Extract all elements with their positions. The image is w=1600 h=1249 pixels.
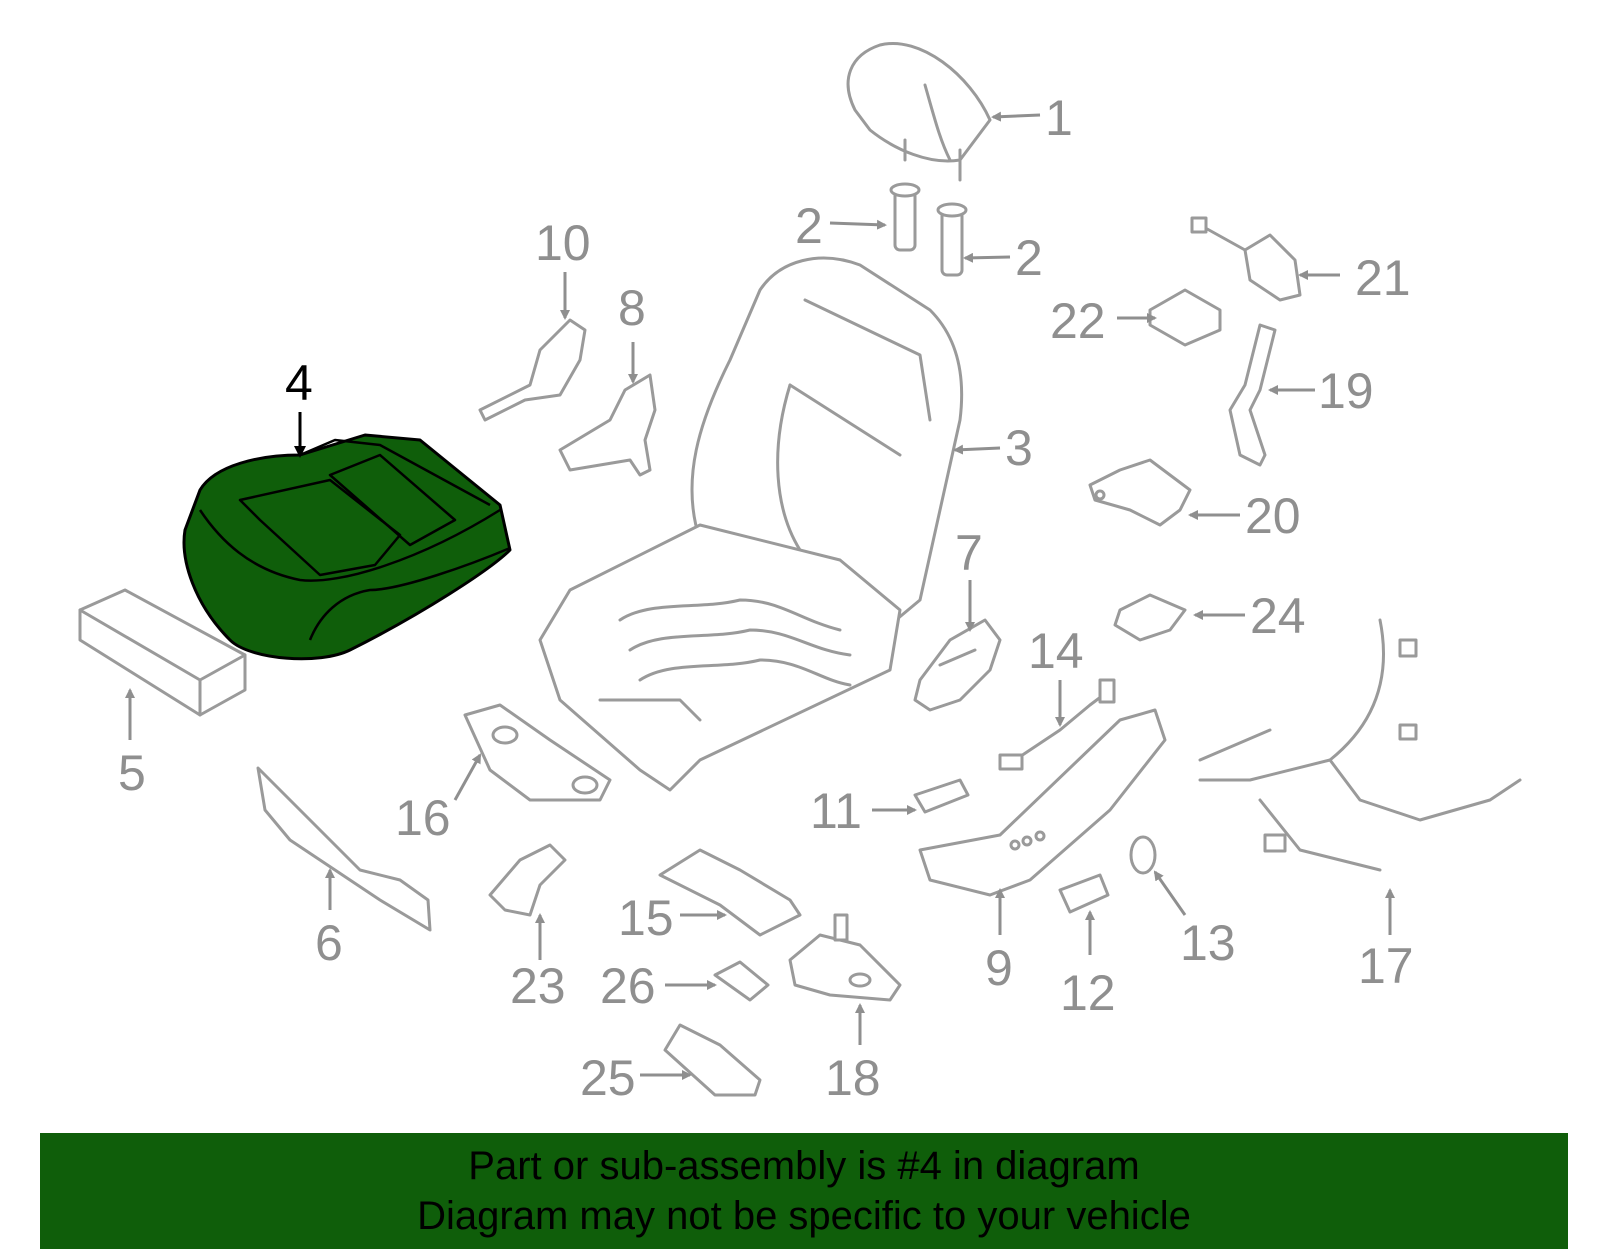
- part-22-sensor[interactable]: [1148, 288, 1222, 347]
- part-8-bracket[interactable]: [558, 373, 657, 477]
- part-25-cover[interactable]: [663, 1023, 762, 1097]
- leader-lines: [125, 111, 1395, 1080]
- callout-16: 16: [395, 790, 451, 846]
- callout-13: 13: [1180, 915, 1236, 971]
- callout-9: 9: [985, 940, 1013, 996]
- callout-11: 11: [810, 783, 862, 839]
- callout-15: 15: [618, 890, 674, 946]
- part-5-pad[interactable]: [78, 588, 247, 717]
- callout-8: 8: [618, 280, 646, 336]
- callout-5: 5: [118, 745, 146, 801]
- callout-labels: 1 2 2 3 4 5 6 7 8 9 10 11 12 13 14 15 16…: [118, 90, 1414, 1106]
- part-16-bracket[interactable]: [463, 703, 612, 802]
- callout-22: 22: [1050, 293, 1106, 349]
- part-2-headrest-guide-left[interactable]: [889, 182, 921, 252]
- part-17-wire-harness[interactable]: [1198, 618, 1522, 872]
- part-19-cover[interactable]: [1228, 323, 1277, 467]
- info-banner: Part or sub-assembly is #4 in diagram Di…: [40, 1133, 1568, 1249]
- part-12-knob[interactable]: [1058, 873, 1110, 914]
- part-15-bracket[interactable]: [658, 848, 802, 937]
- part-9-side-shield[interactable]: [918, 708, 1167, 897]
- part-26-clip[interactable]: [713, 960, 770, 1002]
- part-23-clip[interactable]: [488, 843, 567, 917]
- callout-12: 12: [1060, 965, 1116, 1021]
- banner-line-1: Part or sub-assembly is #4 in diagram: [468, 1144, 1140, 1188]
- callout-23: 23: [510, 958, 566, 1014]
- part-1-headrest[interactable]: [846, 42, 992, 182]
- callout-7: 7: [955, 525, 983, 581]
- part-21-module[interactable]: [1190, 216, 1302, 302]
- part-14-switch-harness[interactable]: [998, 678, 1116, 771]
- callout-14: 14: [1028, 623, 1084, 679]
- part-7-bracket[interactable]: [913, 618, 1002, 712]
- callout-20: 20: [1245, 488, 1301, 544]
- part-20-bracket[interactable]: [1088, 458, 1192, 527]
- callout-21: 21: [1355, 250, 1411, 306]
- part-18-bracket[interactable]: [788, 913, 902, 1002]
- callout-18: 18: [825, 1050, 881, 1106]
- callout-3: 3: [1005, 420, 1033, 476]
- part-13-cap[interactable]: [1129, 835, 1157, 875]
- callout-19: 19: [1318, 363, 1374, 419]
- callout-25: 25: [580, 1050, 636, 1106]
- callout-24: 24: [1250, 588, 1306, 644]
- banner-line-2: Diagram may not be specific to your vehi…: [417, 1194, 1191, 1238]
- part-4-seat-cushion[interactable]: [182, 433, 512, 661]
- callout-2-right: 2: [1015, 230, 1043, 286]
- callout-26: 26: [600, 958, 656, 1014]
- callout-1: 1: [1045, 90, 1073, 146]
- callout-4: 4: [285, 355, 313, 411]
- callout-2-left: 2: [795, 198, 823, 254]
- part-10-bracket[interactable]: [478, 318, 587, 422]
- callout-6: 6: [315, 915, 343, 971]
- part-6-front-trim[interactable]: [256, 766, 432, 932]
- part-2-headrest-guide-right[interactable]: [936, 202, 968, 277]
- seat-frame[interactable]: [538, 523, 902, 792]
- part-11-clip[interactable]: [913, 778, 970, 814]
- callout-10: 10: [535, 215, 591, 271]
- part-24-clip[interactable]: [1113, 593, 1187, 642]
- callout-17: 17: [1358, 938, 1414, 994]
